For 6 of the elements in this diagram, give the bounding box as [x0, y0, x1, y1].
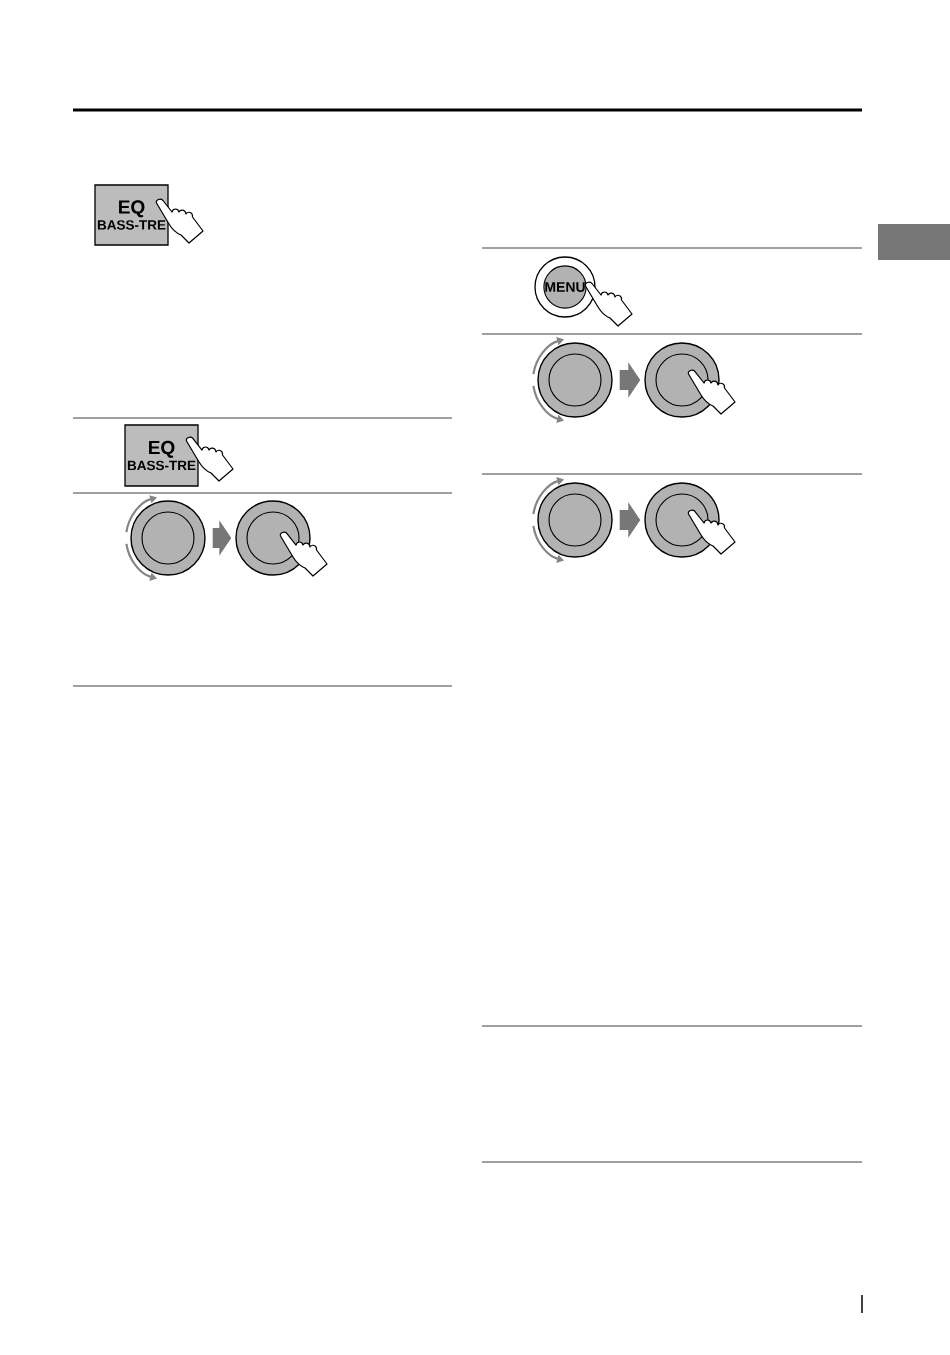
push-button: EQ BASS-TRE: [124, 424, 199, 487]
control-knob: [537, 342, 613, 418]
control-knob: [130, 500, 206, 576]
control-knob: [537, 482, 613, 558]
round-button: MENU: [534, 256, 596, 318]
push-button: EQ BASS-TRE: [94, 184, 169, 246]
